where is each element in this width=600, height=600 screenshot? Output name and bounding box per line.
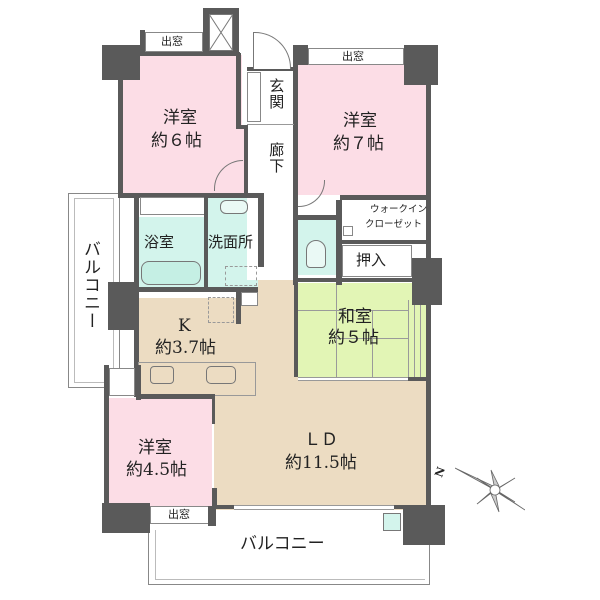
japanese-room-size: 約５帖: [328, 328, 379, 348]
kitchen-size: 約3.7帖: [155, 338, 217, 358]
room-western-4-5: [108, 398, 212, 506]
hallway-label: 廊下: [267, 142, 286, 174]
room-western-7: [298, 65, 426, 195]
western-7-size: 約７帖: [333, 134, 384, 154]
pillar: [404, 45, 438, 85]
bay-window-label: 出窓: [168, 508, 190, 521]
bottom-balcony: [148, 525, 430, 585]
washbasin-icon: [220, 200, 248, 214]
bathroom-label: 浴室: [144, 233, 175, 251]
fridge-space: [208, 297, 234, 323]
bathtub-icon: [141, 261, 201, 285]
kitchen-name: K: [178, 316, 191, 336]
pillar: [403, 505, 445, 545]
room-western-6-step: [240, 125, 245, 193]
western-4-5-size: 約4.5帖: [126, 460, 188, 480]
western-6-size: 約６帖: [151, 131, 202, 151]
sink-icon: [206, 366, 236, 384]
side-balcony-label: バルコニー: [79, 240, 100, 330]
closet-label: 押入: [356, 251, 387, 269]
compass-north-label: N: [432, 465, 448, 480]
bay-window-western-7: [308, 48, 404, 65]
washroom-label: 洗面所: [208, 233, 254, 251]
entrance-door[interactable]: [253, 32, 291, 69]
pillar: [108, 282, 136, 330]
room-japanese: [298, 283, 428, 380]
bay-window-western-6: [145, 32, 203, 52]
closet-western-6: [140, 197, 206, 215]
western-6-name: 洋室: [163, 108, 197, 128]
washing-machine-space: [225, 266, 257, 286]
walk-in-closet-label-2: クローゼット: [365, 219, 423, 230]
duct-x-icon: [209, 14, 233, 51]
side-balcony-inner: [74, 198, 114, 383]
walk-in-closet-label-1: ウォークイン: [370, 204, 428, 215]
pillar: [102, 503, 150, 533]
japanese-room-name: 和室: [338, 307, 372, 327]
western-7-name: 洋室: [343, 111, 377, 131]
closet-western-4-5[interactable]: [109, 368, 135, 396]
pipe-space: [343, 226, 353, 236]
room-ld-upper: [258, 275, 298, 385]
closet-oshiire[interactable]: [342, 245, 412, 277]
walk-in-closet[interactable]: [342, 200, 426, 240]
bottom-balcony-rail: [155, 530, 425, 580]
pillar: [102, 45, 140, 80]
shoe-cabinet[interactable]: [247, 72, 261, 122]
bay-window-label: 出窓: [161, 35, 183, 48]
ld-name: ＬＤ: [304, 430, 338, 450]
toilet-icon: [306, 240, 326, 268]
ld-size: 約11.5帖: [285, 453, 357, 473]
room-living-dining: [214, 380, 428, 510]
entrance-label: 玄関: [267, 78, 286, 110]
compass-icon: [455, 467, 525, 513]
aircon-unit-icon: [383, 513, 401, 531]
door-western-7[interactable]: [298, 180, 325, 207]
western-4-5-name: 洋室: [138, 438, 172, 458]
bottom-balcony-label: バルコニー: [240, 534, 325, 554]
pillar: [412, 258, 442, 305]
stove-icon: [150, 366, 174, 384]
bay-window-label: 出窓: [342, 50, 364, 63]
